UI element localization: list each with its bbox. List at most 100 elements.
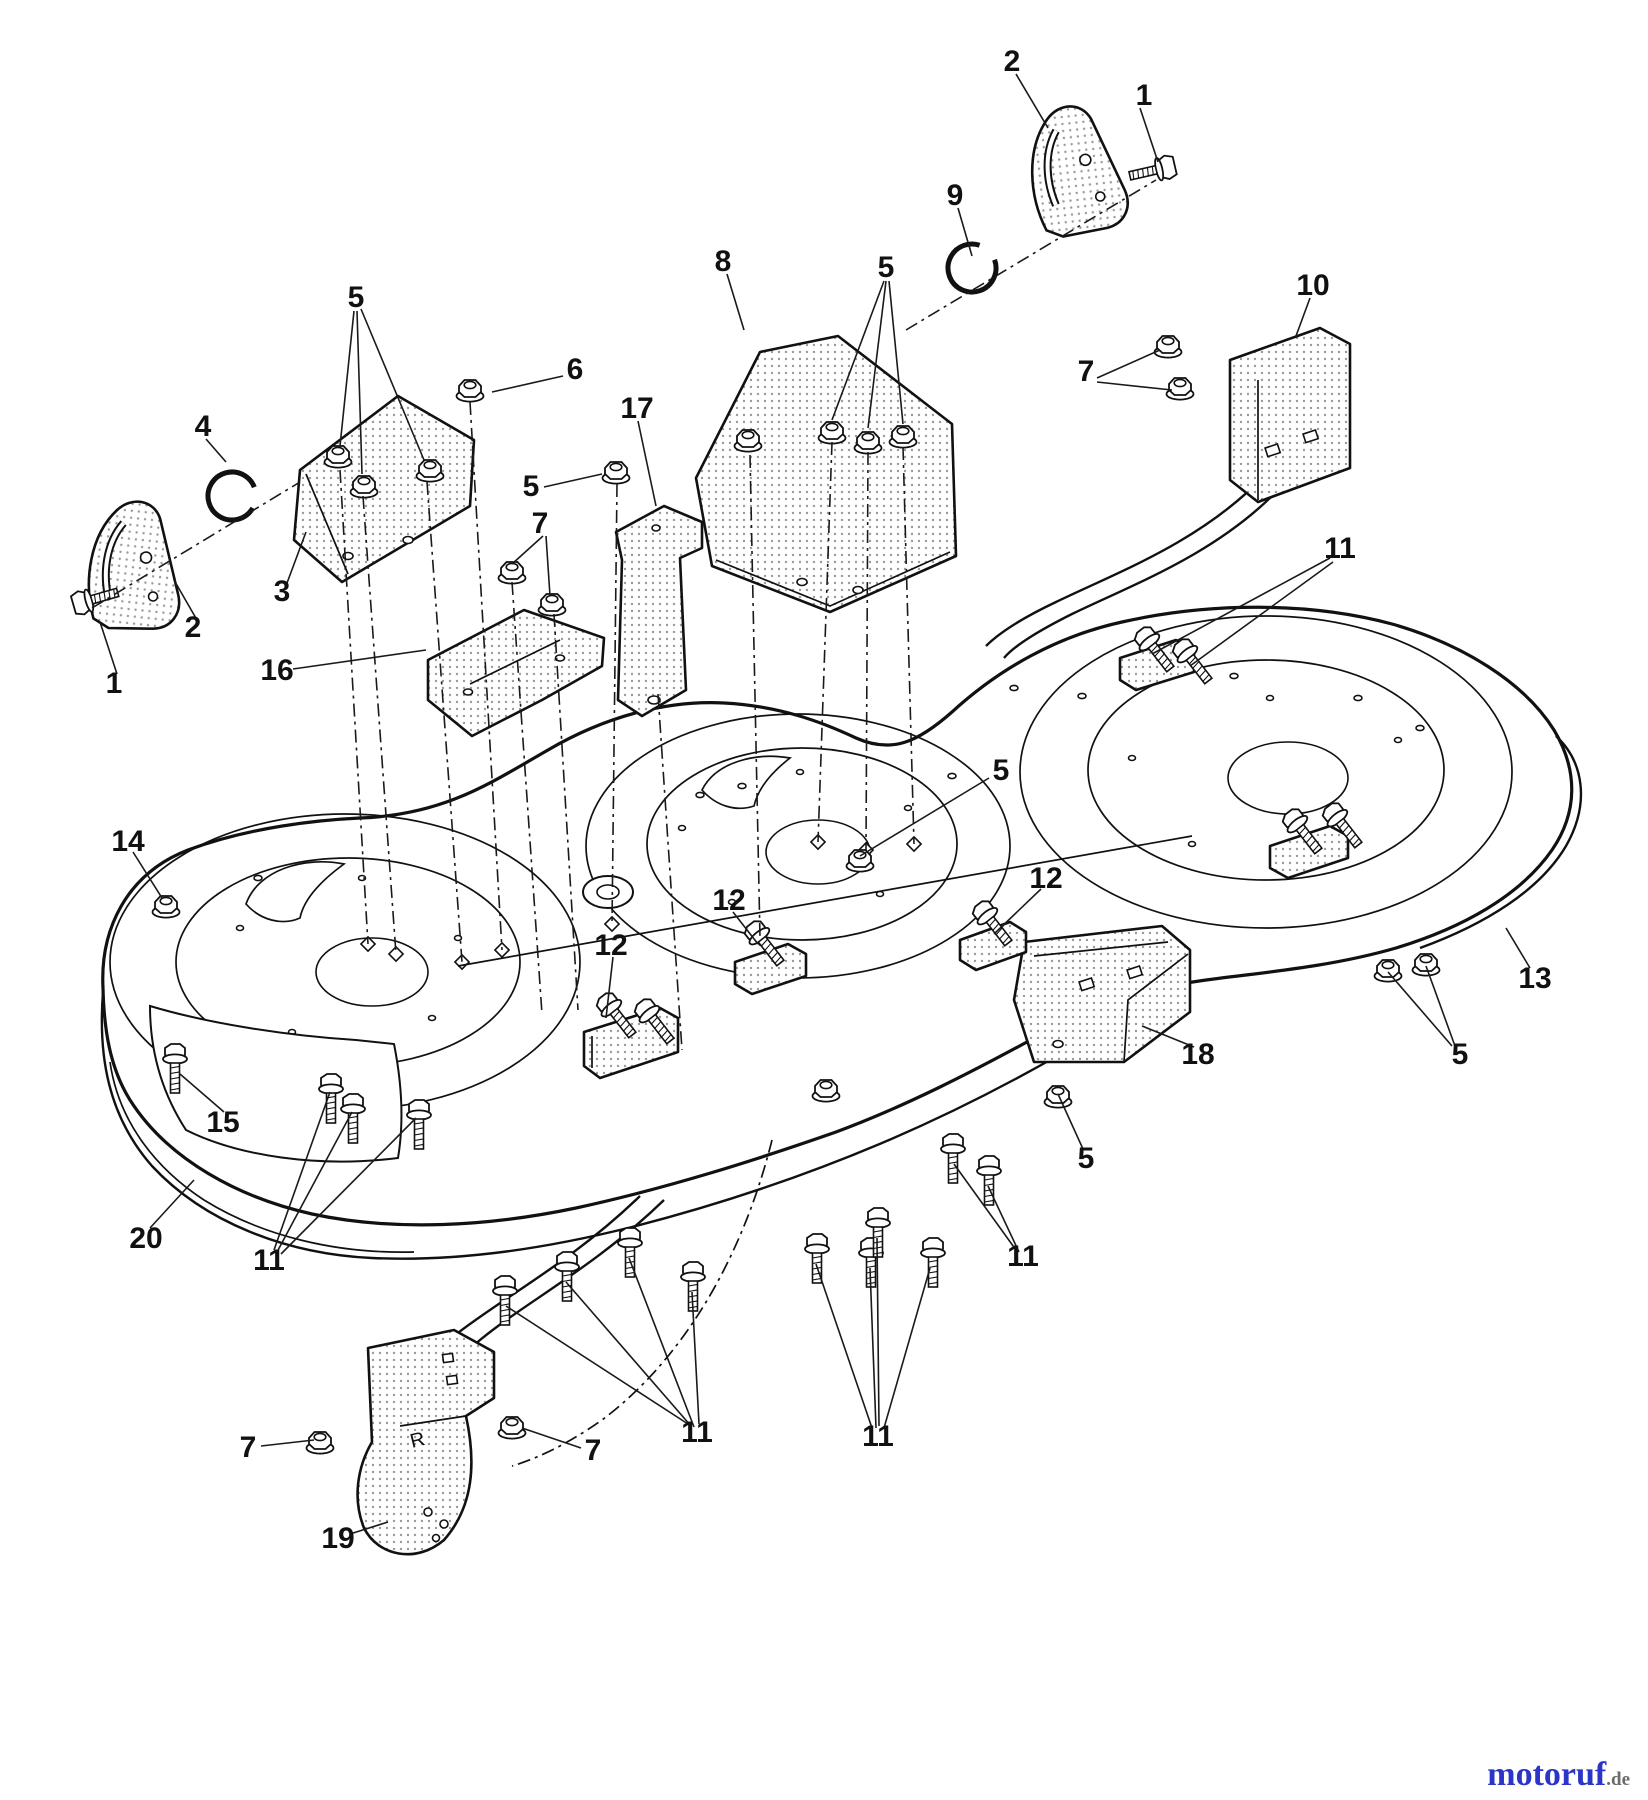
leader-line — [883, 1267, 931, 1429]
leader-line — [260, 1439, 315, 1447]
part-17-bracket — [614, 504, 704, 718]
part-6-nut-icon — [455, 379, 485, 403]
leader-line — [505, 1305, 689, 1425]
leader-line — [1141, 1025, 1195, 1048]
right-lobe-ring — [1019, 615, 1513, 929]
rear-rod-curve — [985, 477, 1263, 647]
nut-icon — [415, 459, 445, 483]
part-9-retaining-ring-icon — [941, 237, 1003, 299]
spindle-bolt-holes — [235, 694, 1403, 1036]
leader-line — [987, 1185, 1020, 1253]
leader-line — [545, 535, 551, 597]
leader-line — [565, 1281, 692, 1427]
projection-line — [902, 446, 915, 845]
logo-tld[interactable]: .de — [1606, 1769, 1630, 1790]
projection-line — [611, 483, 618, 925]
leader-line — [732, 911, 759, 945]
leader-line — [815, 1263, 873, 1429]
left-inner-panel — [148, 1004, 403, 1163]
leader-line — [1057, 1093, 1084, 1150]
projection-line — [91, 481, 301, 609]
leader-line — [339, 310, 355, 447]
nut-icon — [811, 1079, 841, 1103]
part-11-bolt-icon — [617, 1227, 643, 1278]
part-14-nut-icon — [151, 895, 181, 919]
center-spindle-plate — [646, 747, 958, 941]
projection-line — [905, 179, 1157, 331]
leader-line — [273, 1091, 331, 1251]
nut-icon — [601, 461, 631, 485]
leader-line — [543, 473, 603, 488]
deck-rolled-edge — [109, 1061, 415, 1253]
nut-icon — [845, 849, 875, 873]
part-19-bracket: R — [356, 1328, 496, 1556]
leader-line — [179, 1073, 225, 1113]
part-12-clamp-center — [733, 942, 808, 996]
leader-line — [726, 273, 745, 331]
projection-line — [426, 481, 463, 963]
projection-line — [657, 693, 683, 1051]
grease-cap-inner — [596, 884, 620, 900]
deck-seam — [457, 835, 1193, 967]
leader-line — [292, 649, 427, 670]
nut-icon — [853, 431, 883, 455]
hanger-axis-curve — [511, 1139, 773, 1467]
leader-line — [1096, 349, 1161, 379]
projection-line — [511, 581, 543, 1015]
site-logo[interactable]: motoruf.de — [1487, 1756, 1630, 1794]
projection-line — [339, 469, 369, 945]
leader-line — [1189, 561, 1334, 667]
leader-line — [1505, 927, 1531, 969]
leader-line — [356, 310, 363, 475]
part-3-bracket — [292, 394, 476, 584]
part-16-bracket — [426, 608, 606, 738]
leader-line — [1151, 557, 1331, 655]
nut-icon — [349, 475, 379, 499]
part-11-bolt-icon — [492, 1275, 518, 1326]
leader-line — [957, 207, 973, 257]
nut-icon — [1373, 959, 1403, 983]
projection-line — [749, 454, 761, 939]
part-2-hanger-plate-left — [84, 497, 189, 635]
leader-line — [349, 1521, 389, 1535]
rear-rod-curve-2 — [1003, 489, 1279, 659]
left-kidney-cutout — [245, 860, 347, 923]
part-7-nut-icon — [497, 1416, 527, 1440]
leader-line — [491, 375, 564, 393]
leader-line — [149, 1179, 195, 1229]
nut-icon — [888, 425, 918, 449]
projection-line — [865, 451, 869, 851]
leader-line — [521, 1427, 582, 1449]
part-11-bolt-icon — [976, 1155, 1002, 1206]
leader-lines — [91, 73, 1531, 1535]
leader-line — [993, 888, 1042, 935]
leader-line — [1295, 297, 1311, 337]
part-10-bracket — [1228, 326, 1352, 504]
leader-line — [691, 1291, 700, 1425]
nut-icon — [323, 445, 353, 469]
leader-line — [859, 777, 990, 857]
right-spindle-hole — [1227, 741, 1349, 815]
leader-line — [831, 280, 885, 421]
leader-line — [953, 1163, 1017, 1251]
leader-line — [1015, 73, 1049, 129]
nut-icon — [1043, 1085, 1073, 1109]
logo-text[interactable]: motoruf — [1487, 1756, 1607, 1793]
leader-line — [628, 1257, 695, 1428]
projection-line — [362, 495, 397, 955]
part-11-bolt-icon — [940, 1133, 966, 1184]
part-7-nut-icon — [1165, 377, 1195, 401]
nut-icon — [733, 429, 763, 453]
leader-line — [99, 621, 118, 675]
leader-line — [205, 438, 227, 463]
part-11-bolt-icon — [920, 1237, 946, 1288]
leader-line — [867, 280, 887, 429]
leader-line — [360, 308, 425, 461]
part-8-bracket — [694, 334, 958, 614]
leader-line — [173, 579, 198, 621]
leader-line — [286, 531, 307, 584]
leader-line — [1096, 381, 1173, 391]
leader-line — [280, 1117, 417, 1255]
part-11-bolt-icon — [804, 1233, 830, 1284]
